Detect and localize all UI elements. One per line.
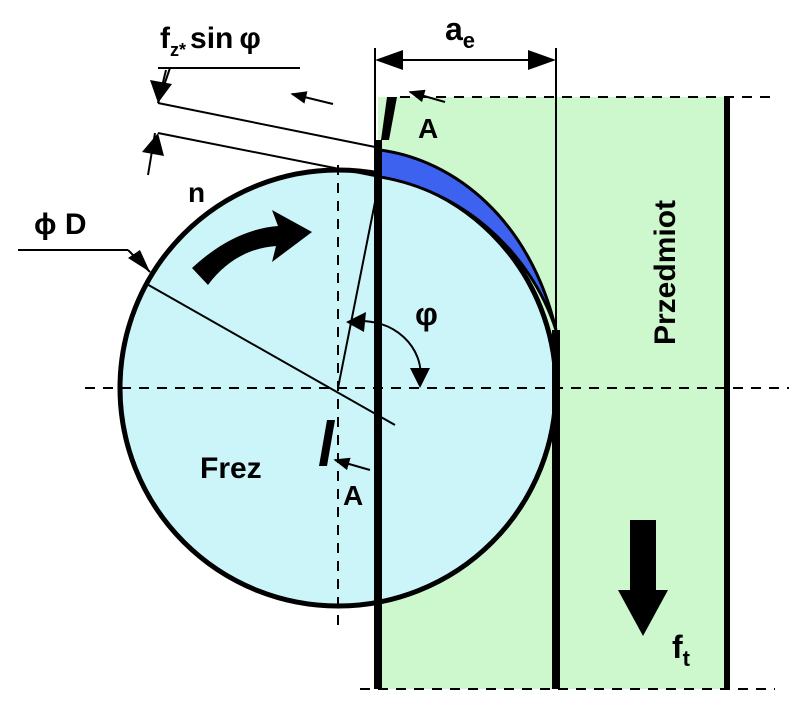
- section-label-top: A: [418, 113, 438, 144]
- diameter-label: ϕ D: [34, 208, 87, 241]
- down-arrow-icon: [618, 520, 668, 636]
- dashed-guides: [85, 96, 789, 690]
- section-label-bottom: A: [343, 480, 363, 511]
- ae-right-arrow: [528, 50, 556, 70]
- rotation-arrow-icon: [192, 210, 312, 285]
- ft-label: ft: [672, 629, 691, 671]
- phi-arc-arrow-end: [410, 368, 430, 388]
- tool-label: Frez: [200, 452, 262, 485]
- fz-upper-stem: [157, 69, 167, 104]
- ae-label: ae: [445, 11, 475, 53]
- section-marker-top: [381, 97, 397, 140]
- workpiece-label: Przedmiot: [649, 200, 682, 345]
- section-arrow-bottom: [333, 457, 371, 471]
- section-arrow-top: [408, 89, 446, 103]
- small-arrow-top: [290, 91, 334, 105]
- diameter-arrow-icon: [128, 250, 150, 272]
- ae-left-arrow: [375, 50, 403, 70]
- rotation-label: n: [188, 177, 205, 208]
- phi-arc-arrow-start: [346, 312, 366, 332]
- phi-label: φ: [415, 296, 438, 332]
- section-marker-bottom: [319, 420, 335, 466]
- fz-lower-stem: [147, 132, 156, 176]
